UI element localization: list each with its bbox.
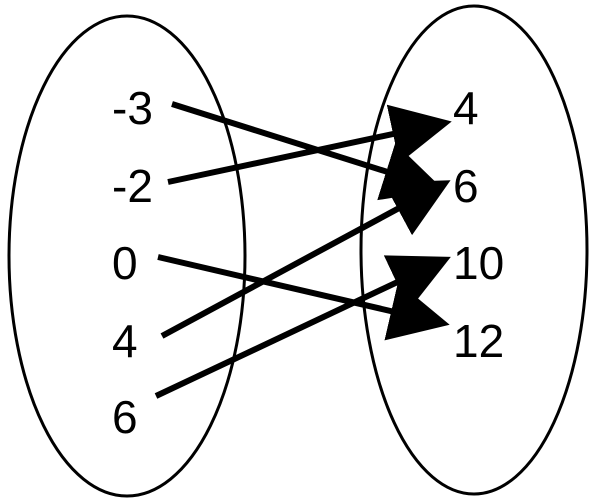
arrow-4-to-6 bbox=[160, 180, 451, 339]
left-label-4: 4 bbox=[112, 315, 138, 367]
right-label-12: 12 bbox=[453, 315, 505, 367]
left-label-6: 6 bbox=[112, 391, 138, 443]
arrow-6-to-10 bbox=[154, 255, 451, 399]
right-set-oval bbox=[359, 4, 589, 496]
right-label-10: 10 bbox=[453, 237, 505, 289]
left-label-0: 0 bbox=[112, 237, 138, 289]
left-label-neg3: -3 bbox=[112, 82, 153, 134]
arrow--2-to-4 bbox=[167, 104, 452, 185]
arrow-0-to-12 bbox=[157, 254, 450, 341]
arrow--3-to-6 bbox=[171, 101, 444, 201]
right-label-6: 6 bbox=[453, 160, 479, 212]
mapping-arrows bbox=[154, 101, 452, 399]
left-set-oval bbox=[7, 14, 247, 498]
right-label-4: 4 bbox=[453, 82, 479, 134]
left-label-neg2: -2 bbox=[112, 160, 153, 212]
